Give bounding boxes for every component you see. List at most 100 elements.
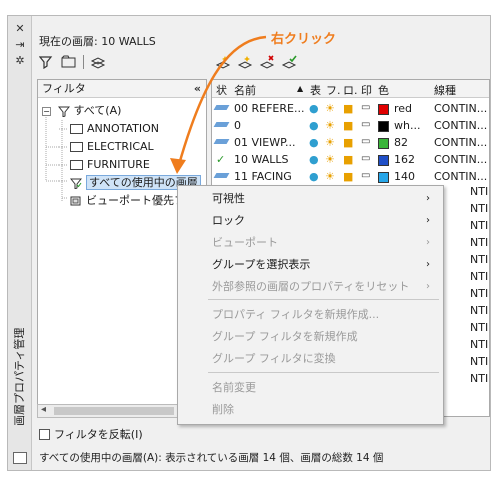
new-group-filter-icon[interactable]	[61, 55, 77, 69]
submenu-arrow-icon: ›	[426, 259, 430, 270]
bulb-icon[interactable]: ●	[309, 119, 319, 132]
auto-hide-icon[interactable]: ⇥	[15, 38, 25, 51]
tree-item-electrical[interactable]: ELECTRICAL	[70, 138, 154, 155]
scroll-thumb[interactable]	[54, 407, 174, 415]
layer-name[interactable]: 0	[234, 119, 241, 132]
menu-item[interactable]: グループ フィルタを新規作成	[212, 327, 439, 347]
menu-item[interactable]: ロック›	[212, 211, 439, 231]
linetype[interactable]: CONTIN...	[434, 102, 488, 115]
printer-icon[interactable]: ▭	[361, 153, 371, 164]
delete-layer-icon[interactable]	[259, 55, 275, 69]
menu-item-label: ロック	[212, 214, 245, 227]
status-bar: すべての使用中の画層(A): 表示されている画層 14 個、画層の総数 14 個	[39, 452, 384, 464]
col-color[interactable]: 色	[378, 84, 389, 97]
color-name: wh...	[394, 119, 421, 132]
color-swatch[interactable]	[378, 136, 389, 149]
linetype: NTIN...	[470, 355, 489, 368]
printer-icon[interactable]: ▭	[361, 136, 371, 147]
menu-item[interactable]: プロパティ フィルタを新規作成...	[212, 305, 439, 325]
col-plot[interactable]: 印	[361, 84, 372, 97]
tree-item-viewport-overrides[interactable]: ビューポート優先フ	[70, 192, 185, 209]
linetype[interactable]: CONTIN...	[434, 136, 488, 149]
layer-name[interactable]: 00 REFERE...	[234, 102, 305, 115]
menu-item-label: 削除	[212, 403, 234, 416]
lock-icon[interactable]: ■	[343, 136, 354, 149]
color-swatch[interactable]	[378, 119, 389, 132]
menu-item[interactable]: グループ フィルタに変換	[212, 349, 439, 369]
tree-root[interactable]: − すべて(A)	[42, 102, 121, 119]
linetype[interactable]: CONTIN...	[434, 153, 488, 166]
close-icon[interactable]: ✕	[15, 22, 25, 35]
lock-icon[interactable]: ■	[343, 170, 354, 183]
current-layer-icon: ✓	[216, 153, 226, 166]
layer-states-icon[interactable]	[90, 55, 106, 69]
printer-icon[interactable]: ▭	[361, 102, 371, 113]
sun-icon[interactable]: ☀	[325, 102, 335, 115]
new-property-filter-icon[interactable]	[39, 55, 55, 69]
col-status[interactable]: 状	[216, 84, 227, 97]
all-filter-icon	[57, 106, 70, 117]
lock-icon[interactable]: ■	[343, 102, 354, 115]
menu-item[interactable]: 可視性 ›	[212, 189, 439, 209]
layer-name[interactable]: 10 WALLS	[234, 153, 289, 166]
printer-icon[interactable]: ▭	[361, 170, 371, 181]
menu-item-label: グループを選択表示	[212, 258, 311, 271]
col-on[interactable]: 表	[310, 84, 321, 97]
filter-header-label: フィルタ	[42, 82, 86, 95]
layer-list-header: 状 名前 ▲ 表 フ. ロ. 印 色 線種	[212, 80, 489, 98]
sun-icon[interactable]: ☀	[325, 170, 335, 183]
tree-lines	[45, 111, 68, 202]
col-name[interactable]: 名前	[234, 84, 256, 97]
menu-item[interactable]: 外部参照の画層のプロパティをリセット›	[212, 277, 439, 297]
layer-name[interactable]: 11 FACING	[234, 170, 292, 183]
bulb-icon[interactable]: ●	[309, 153, 319, 166]
linetype[interactable]: CONTIN...	[434, 119, 488, 132]
col-lock[interactable]: ロ.	[343, 84, 358, 97]
set-current-icon[interactable]	[281, 55, 297, 69]
color-swatch[interactable]	[378, 170, 389, 183]
sun-icon[interactable]: ☀	[325, 153, 335, 166]
menu-separator	[208, 372, 439, 373]
lock-icon[interactable]: ■	[343, 119, 354, 132]
menu-item-label: 可視性	[212, 192, 245, 205]
linetype: NTIN...	[470, 236, 489, 249]
tree-item-all-used-layers[interactable]: すべての使用中の画層	[70, 174, 201, 191]
layer-row[interactable]: 00 REFERE... ● ☀ ■ ▭ red CONTIN...	[212, 100, 489, 117]
color-swatch[interactable]	[378, 102, 389, 115]
linetype[interactable]: CONTIN...	[434, 170, 488, 183]
color-swatch[interactable]	[378, 153, 389, 166]
printer-icon[interactable]: ▭	[361, 119, 371, 130]
menu-item[interactable]: ビューポート›	[212, 233, 439, 253]
tree-item-label: ELECTRICAL	[87, 140, 154, 153]
tree-item-annotation[interactable]: ANNOTATION	[70, 120, 159, 137]
menu-item-label: 外部参照の画層のプロパティをリセット	[212, 280, 410, 293]
collapse-filter-pane-button[interactable]: «	[193, 82, 201, 95]
color-name: red	[394, 102, 413, 115]
invert-filter-checkbox[interactable]	[39, 428, 50, 440]
scroll-left-icon[interactable]: ◂	[41, 404, 47, 415]
col-freeze[interactable]: フ.	[326, 84, 341, 97]
sun-icon[interactable]: ☀	[325, 119, 335, 132]
bulb-icon[interactable]: ●	[309, 170, 319, 183]
bulb-icon[interactable]: ●	[309, 102, 319, 115]
layer-name[interactable]: 01 VIEWP...	[234, 136, 296, 149]
tree-item-furniture[interactable]: FURNITURE	[70, 156, 150, 173]
bulb-icon[interactable]: ●	[309, 136, 319, 149]
sun-icon[interactable]: ☀	[325, 136, 335, 149]
linetype: NTIN...	[470, 253, 489, 266]
palette-strip: ✕ ⇥ ✲ 画層プロパティ管理	[8, 16, 32, 470]
menu-item[interactable]: グループを選択表示 ›	[212, 255, 439, 275]
invert-filter[interactable]: フィルタを反転(I)	[39, 426, 143, 442]
col-linetype[interactable]: 線種	[434, 84, 456, 97]
new-vp-frozen-layer-icon[interactable]	[237, 55, 253, 69]
collapse-node-icon[interactable]: −	[42, 106, 51, 116]
lock-icon[interactable]: ■	[343, 153, 354, 166]
menu-item[interactable]: 削除	[212, 400, 439, 420]
layer-row[interactable]: 0 ● ☀ ■ ▭ wh... CONTIN...	[212, 117, 489, 134]
submenu-arrow-icon: ›	[426, 193, 430, 204]
properties-icon[interactable]: ✲	[15, 54, 25, 67]
menu-item[interactable]: 名前変更	[212, 378, 439, 398]
